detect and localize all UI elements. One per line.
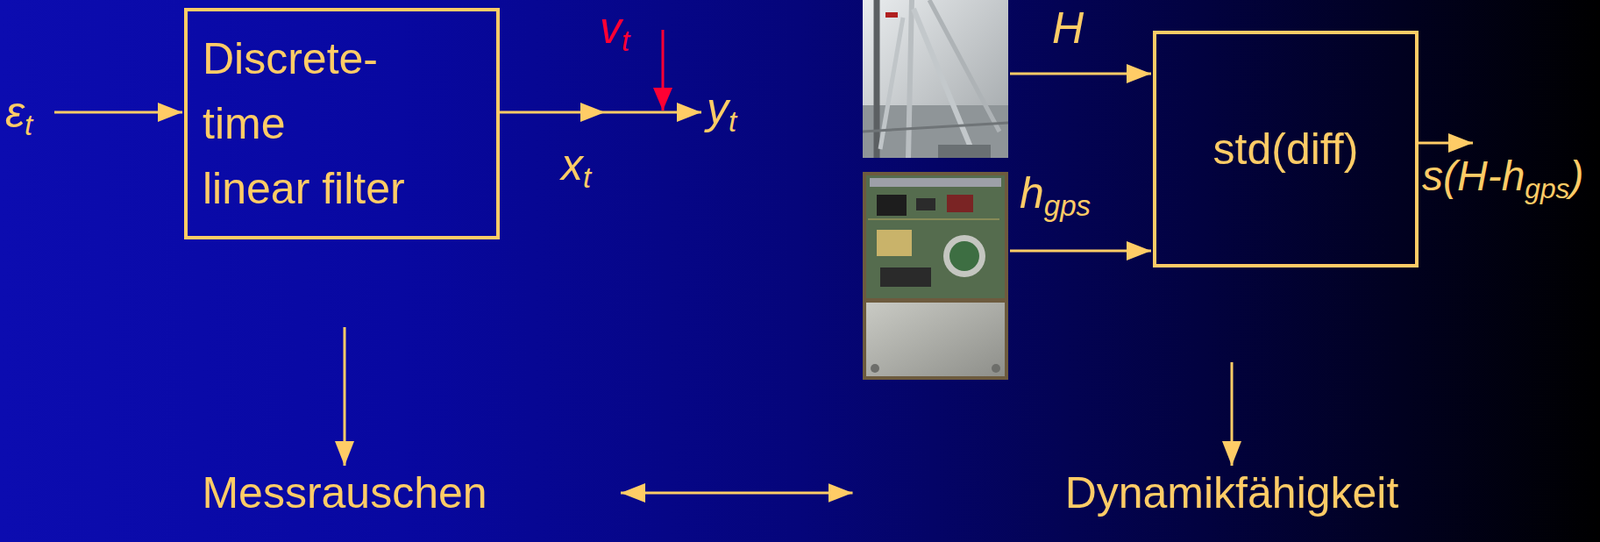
H-arrow — [1009, 72, 1152, 76]
signal-name: yt — [706, 82, 737, 140]
input-arrow — [54, 111, 183, 114]
result-term-text: Dynamikfähigkeit — [1065, 468, 1400, 520]
flow-arrow — [1230, 362, 1234, 466]
process-box: std(diff) — [1152, 30, 1419, 268]
signal-name: H — [1052, 1, 1084, 55]
result-name: s(H-hgps) — [1422, 150, 1584, 206]
mid-arrowhead — [580, 102, 605, 122]
signal-name: xt — [561, 138, 591, 196]
antenna-photo — [862, 0, 1009, 158]
noise-name: vt — [599, 1, 630, 59]
result-term-text: Messrauschen — [201, 468, 487, 520]
result-term: Dynamikfähigkeit — [1063, 467, 1401, 520]
filter-box: Discrete-time linear filter — [184, 7, 500, 240]
signal-name: εt — [5, 85, 33, 143]
process-box-text: std(diff) — [1213, 122, 1359, 176]
signal-name: hgps — [1019, 166, 1091, 224]
flow-arrow — [620, 491, 854, 495]
flow-arrow — [343, 327, 347, 466]
result-term: Messrauschen — [199, 467, 490, 520]
hgps-arrow — [1009, 249, 1152, 253]
filter-box-text: Discrete-time linear filter — [202, 26, 406, 221]
gps-board-photo — [862, 171, 1009, 380]
result-arrow — [1418, 142, 1473, 145]
noise-arrow — [661, 29, 665, 111]
